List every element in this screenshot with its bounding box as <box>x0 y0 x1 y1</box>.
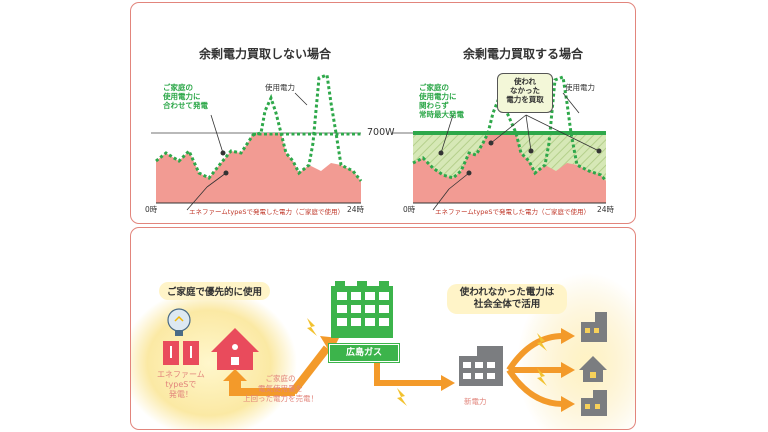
bottom-panel: ご家庭で優先的に使用 エネファーム typeSで 発電！ ご家庭の 電気使用量を… <box>130 227 636 430</box>
left-own-use-label: ご家庭の 使用電力に 合わせて発電 <box>163 83 208 110</box>
enefarm-label: エネファーム typeSで 発電！ <box>157 370 205 399</box>
office-icon <box>581 390 607 416</box>
society-label: 使われなかった電力は 社会全体で活用 <box>447 284 567 314</box>
left-usage-label: 使用電力 <box>265 83 295 92</box>
flow-illustration <box>131 273 635 429</box>
right-usage-area <box>413 133 606 203</box>
enefarm-unit-icon <box>163 341 199 365</box>
home-priority-label: ご家庭で優先的に使用 <box>159 282 271 300</box>
right-note: エネファームtypeSで発電した電力（ご家庭で使用） <box>435 208 590 216</box>
lightning-icons <box>307 318 547 406</box>
left-generation-area <box>156 133 361 203</box>
distribution-arrows-icon <box>506 333 564 407</box>
right-x-start: 0時 <box>403 205 416 214</box>
lightbulb-icon <box>167 308 191 336</box>
right-usage-label: 使用電力 <box>565 83 595 92</box>
company-label: 広島ガス <box>329 344 399 362</box>
right-sell-label: 使われ なかった 電力を買取 <box>497 73 553 113</box>
left-usage-line <box>155 72 363 182</box>
factory-icon <box>581 312 607 342</box>
up-arrow-icon <box>223 369 295 396</box>
right-x-end: 24時 <box>597 205 615 214</box>
right-usage-line <box>412 74 608 182</box>
right-chart-title: 余剰電力買取する場合 <box>463 47 584 61</box>
top-panel: 余剰電力買取しない場合 余剰電力買取する場合 <box>130 2 636 224</box>
left-x-end: 24時 <box>347 205 365 214</box>
power-charts <box>151 72 608 211</box>
left-x-start: 0時 <box>145 205 158 214</box>
left-chart-title: 余剰電力買取しない場合 <box>199 47 332 61</box>
house-icon <box>211 328 259 370</box>
left-note: エネファームtypeSで発電した電力（ご家庭で使用） <box>189 208 344 216</box>
surplus-label: ご家庭の 電気使用量を 上回った電力を売電！ <box>243 374 318 403</box>
home-glow <box>131 288 297 429</box>
new-power-building-icon <box>459 346 503 386</box>
company-building-icon <box>331 281 393 338</box>
new-power-label: 新電力 <box>464 397 487 406</box>
home-icon-small <box>579 356 607 382</box>
right-max-label: ご家庭の 使用電力に 関わらず 常時最大発電 <box>419 83 464 119</box>
threshold-label: 700W <box>367 127 395 138</box>
